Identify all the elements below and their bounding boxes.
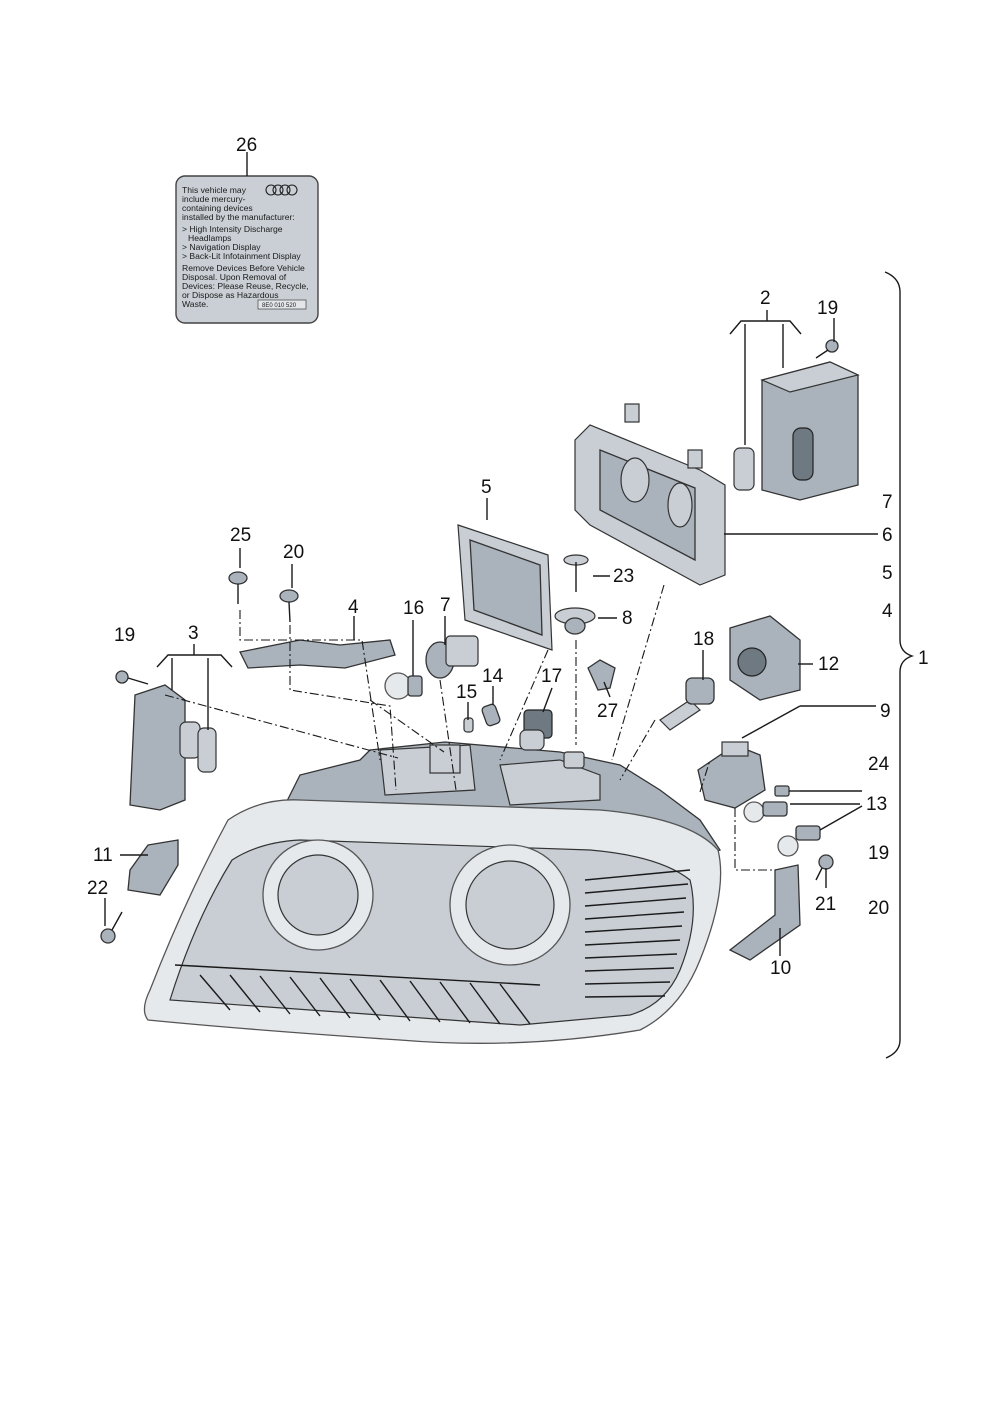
callout-8: 8 xyxy=(622,608,633,629)
callout-21: 21 xyxy=(815,894,836,915)
brace-total-1: 1 xyxy=(918,648,929,669)
callout-20: 20 xyxy=(283,542,304,563)
screw-23 xyxy=(563,554,589,592)
callout-19-top: 19 xyxy=(817,298,838,319)
mercury-warning-label: This vehicle may include mercury- contai… xyxy=(175,175,319,324)
callout-11: 11 xyxy=(93,845,113,866)
label-line-1: This vehicle may xyxy=(182,185,247,195)
screw-25 xyxy=(228,571,248,604)
callout-5: 5 xyxy=(481,477,492,498)
label-body-1: Remove Devices Before Vehicle xyxy=(182,263,305,273)
xenon-control-unit-left xyxy=(129,684,217,811)
label-line-2: include mercury- xyxy=(182,194,246,204)
brace-item-4: 4 xyxy=(882,601,893,622)
clip-27 xyxy=(587,659,616,691)
brace-item-19: 19 xyxy=(868,843,889,864)
callout-12: 12 xyxy=(818,654,839,675)
callout-18: 18 xyxy=(693,629,714,650)
label-line-4: installed by the manufacturer: xyxy=(182,212,295,222)
screw-20 xyxy=(279,589,299,623)
side-bulb-13a xyxy=(743,801,788,823)
bulb-17 xyxy=(519,709,553,751)
screw-19-left xyxy=(115,670,149,685)
callout-3: 3 xyxy=(188,623,199,644)
bulb-14 xyxy=(481,703,501,727)
grommet-8 xyxy=(554,607,596,635)
bulb-holder-7 xyxy=(425,635,479,679)
rear-cover-small xyxy=(457,524,553,651)
xenon-bulb-18 xyxy=(659,677,715,731)
callout-2: 2 xyxy=(760,288,771,309)
audi-rings-logo xyxy=(265,184,298,196)
callout-9: 9 xyxy=(880,701,891,722)
callout-10: 10 xyxy=(770,958,791,979)
callout-23: 23 xyxy=(613,566,634,587)
callout-13: 13 xyxy=(866,794,887,815)
label-part-code: 8E0 010 520 xyxy=(262,303,297,309)
label-item-1b: Headlamps xyxy=(188,233,231,243)
screw-22 xyxy=(100,911,123,944)
callout-numbers: 26 2 19 5 25 20 23 4 16 7 8 19 3 18 12 1… xyxy=(87,135,891,979)
brace-item-7: 7 xyxy=(882,492,893,513)
callout-26: 26 xyxy=(236,135,257,156)
label-item-3: > Back-Lit Infotainment Display xyxy=(182,251,301,261)
bracket-10 xyxy=(728,864,801,961)
callout-19-left: 19 xyxy=(114,625,135,646)
callout-24: 24 xyxy=(868,754,890,775)
headlamp-housing xyxy=(143,741,722,1044)
leveling-motor-9 xyxy=(697,741,766,809)
label-body-5: Waste. xyxy=(182,299,208,309)
callout-7: 7 xyxy=(440,595,451,616)
brace-item-20: 20 xyxy=(868,898,889,919)
side-bulb-13b xyxy=(777,825,821,857)
rear-cover-large xyxy=(574,403,726,586)
label-item-2: > Navigation Display xyxy=(182,242,261,252)
callout-27: 27 xyxy=(597,701,618,722)
callout-16: 16 xyxy=(403,598,424,619)
callout-22: 22 xyxy=(87,878,108,899)
assembly-brace xyxy=(884,271,915,1059)
repair-tab-11 xyxy=(127,839,179,896)
callout-15: 15 xyxy=(456,682,477,703)
bulb-16 xyxy=(384,672,423,700)
label-body-2: Disposal. Upon Removal of xyxy=(182,272,287,282)
callout-25: 25 xyxy=(230,525,251,546)
callout-17: 17 xyxy=(541,666,562,687)
brace-item-5: 5 xyxy=(882,563,893,584)
screw-19-top xyxy=(815,339,839,359)
screw-24 xyxy=(774,785,800,797)
label-line-3: containing devices xyxy=(182,203,253,213)
screw-21 xyxy=(815,854,834,881)
label-body-4: or Dispose as Hazardous xyxy=(182,290,279,300)
brace-list: 7 6 5 4 1 19 20 xyxy=(868,492,929,919)
bulb-15 xyxy=(463,717,474,733)
label-body-3: Devices: Please Reuse, Recycle, xyxy=(182,281,309,291)
bracket-4 xyxy=(239,639,396,669)
label-item-1: > High Intensity Discharge xyxy=(182,224,283,234)
bulb-holder-12 xyxy=(729,615,801,701)
callout-4: 4 xyxy=(348,597,359,618)
leader-lines xyxy=(104,310,878,956)
brace-item-6: 6 xyxy=(882,525,893,546)
callout-14: 14 xyxy=(482,666,504,687)
xenon-control-unit-right xyxy=(733,361,860,501)
